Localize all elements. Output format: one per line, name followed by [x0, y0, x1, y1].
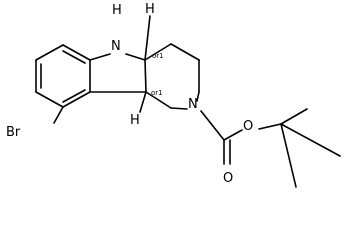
bond-benzene-6 — [35, 44, 64, 61]
bond-h-top — [144, 15, 151, 61]
bond-ring6-2 — [170, 43, 200, 61]
bond-c-br — [53, 106, 64, 124]
bond-benzene-double-2 — [62, 89, 86, 103]
molecule-drawing: H N H H N Br O O or1 or1 — [6, 2, 341, 188]
atom-h-top: H — [145, 2, 155, 17]
bond-carbonyl-ether — [223, 129, 243, 141]
bond-benzene-1 — [62, 44, 91, 61]
bond-tbu-methyl-top — [280, 108, 308, 125]
atom-h-nh: H — [112, 3, 122, 18]
bond-tbu-methyl-bottom — [280, 123, 297, 188]
bond-ring6-1 — [144, 43, 172, 61]
structure-canvas: H N H H N Br O O or1 or1 — [6, 2, 341, 188]
atom-n-indoline: N — [111, 39, 121, 54]
bond-ring5-1 — [89, 53, 111, 61]
bond-ring5-3 — [144, 59, 147, 93]
bond-benzene-4 — [35, 91, 64, 108]
atom-h-bottom: H — [130, 113, 140, 128]
bond-tbu-methyl-right — [280, 123, 341, 157]
bond-ether-tbu — [258, 123, 282, 130]
piperidine-ring — [144, 43, 200, 110]
bond-ring5-2 — [125, 53, 146, 61]
atom-o-carbonyl: O — [223, 171, 233, 186]
bond-benzene-double-1 — [62, 50, 86, 64]
bond-benzene-3 — [62, 91, 91, 108]
bond-ring6-5 — [170, 107, 188, 110]
boc-group — [200, 108, 341, 188]
bond-n-carbonyl — [200, 110, 225, 141]
bond-ring6-6 — [145, 91, 172, 109]
benzene-ring — [35, 44, 91, 108]
atom-br: Br — [6, 125, 21, 140]
atom-n-amine: N — [188, 97, 198, 112]
bond-h-bottom — [139, 91, 147, 113]
stereo-label-bottom: or1 — [151, 89, 163, 97]
atom-o-ether: O — [243, 119, 253, 134]
stereo-label-top: or1 — [152, 52, 164, 60]
bond-ring6-4 — [196, 91, 200, 102]
pyrrolidine-ring — [89, 53, 147, 93]
